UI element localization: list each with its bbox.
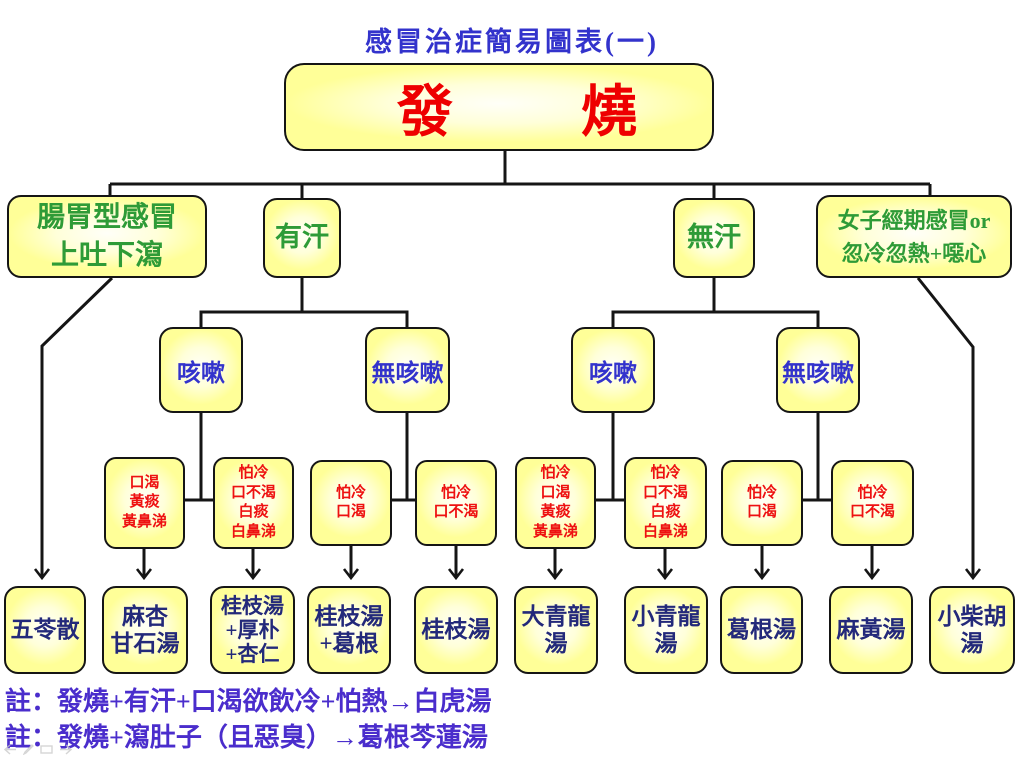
node-fever: 發 燒: [284, 63, 714, 151]
slideshow-toolbar: [4, 744, 72, 755]
node-cough-2: 咳嗽: [571, 327, 655, 413]
pen-icon[interactable]: [23, 744, 34, 755]
edge-nocough1-children: [392, 413, 416, 502]
node-symptom-cold-nothirst: 怕冷 口不渴: [415, 460, 497, 546]
node-ge-gen-tang: 葛根湯: [720, 586, 803, 674]
edge-sweat-children: [199, 278, 409, 328]
edge-nosweat-children: [611, 278, 820, 328]
edge-cough2-children: [596, 413, 626, 502]
node-xiao-qing-long-tang: 小青龍 湯: [624, 586, 708, 674]
fever-label: 發 燒: [397, 81, 637, 144]
node-xiao-chai-hu-tang: 小柴胡 湯: [929, 586, 1015, 674]
note-gegenqinliantang: 註：發燒+瀉肚子（且惡臭）→葛根芩蓮湯: [5, 723, 488, 752]
slide-menu-icon[interactable]: [40, 744, 53, 755]
node-da-qing-long-tang: 大青龍 湯: [514, 586, 598, 674]
arrow-menstrual-xiaochaihu: [916, 277, 982, 581]
node-gui-zhi-tang: 桂枝湯: [414, 586, 498, 674]
edge-nocough2-children: [803, 413, 832, 502]
node-symptom-cold-nothirst-white: 怕冷 口不渴 白痰 白鼻涕: [213, 457, 294, 549]
node-ma-huang-tang: 麻黃湯: [829, 586, 913, 674]
node-no-cough-2: 無咳嗽: [776, 327, 860, 413]
node-symptom-cold-nothirst-white-2: 怕冷 口不渴 白痰 白鼻涕: [624, 457, 707, 549]
node-symptom-thirst-yellow: 口渴 黃痰 黃鼻涕: [104, 457, 185, 549]
note-baihutang: 註：發燒+有汗+口渴欲飲冷+怕熱→白虎湯: [5, 687, 492, 716]
node-gastro-flu: 腸胃型感冒 上吐下瀉: [7, 195, 207, 278]
edge-root-bus: [108, 150, 932, 198]
node-with-sweat: 有汗: [263, 198, 341, 278]
node-wu-ling-san: 五苓散: [4, 586, 86, 674]
node-gui-zhi-tang-gegen: 桂枝湯 +葛根: [307, 586, 391, 674]
node-cough-1: 咳嗽: [159, 327, 243, 413]
node-menstrual-flu: 女子經期感冒or 忽冷忽熱+噁心: [816, 195, 1012, 278]
node-symptom-cold-nothirst-2: 怕冷 口不渴: [831, 460, 914, 546]
edge-cough1-children: [184, 413, 214, 502]
node-no-sweat: 無汗: [673, 198, 755, 278]
page-title: 感冒治症簡易圖表(一): [365, 27, 659, 57]
node-symptom-cold-thirst: 怕冷 口渴: [310, 460, 392, 546]
node-symptom-cold-thirst-yellow: 怕冷 口渴 黃痰 黃鼻涕: [515, 457, 596, 549]
node-symptom-cold-thirst-2: 怕冷 口渴: [721, 460, 803, 546]
node-gui-zhi-tang-houpo-xingren: 桂枝湯 +厚朴 +杏仁: [210, 586, 295, 674]
next-slide-icon[interactable]: [59, 744, 72, 755]
previous-slide-icon[interactable]: [4, 744, 17, 755]
node-no-cough-1: 無咳嗽: [365, 327, 450, 413]
arrow-gastro-wulingsan: [33, 276, 114, 581]
node-ma-xing-gan-shi-tang: 麻杏 甘石湯: [102, 586, 188, 674]
